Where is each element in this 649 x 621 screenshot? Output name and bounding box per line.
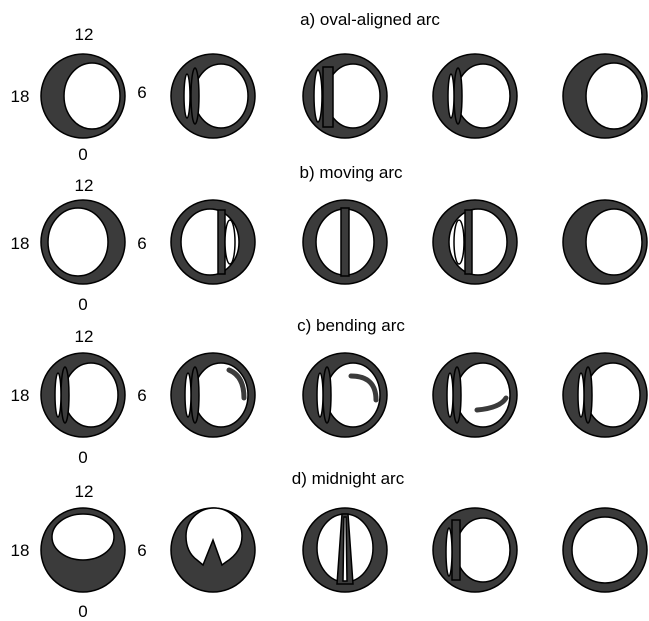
moving-arc (218, 210, 225, 274)
row-b-panel-3 (303, 200, 387, 284)
row-b: b) moving arc 12 18 6 0 (11, 163, 647, 314)
oval-aligned-arc (454, 68, 462, 124)
arc-gap (184, 74, 190, 118)
polar-cap (194, 64, 248, 128)
oval-aligned-arc (323, 367, 331, 423)
row-c-title: c) bending arc (297, 316, 405, 335)
polar-cap (326, 64, 380, 128)
row-b-label-top: 12 (75, 176, 94, 195)
row-b-title: b) moving arc (300, 163, 403, 182)
arc-gap (343, 517, 347, 581)
arc-gap (446, 528, 452, 576)
row-d-panel-2 (171, 508, 255, 592)
polar-cap (586, 209, 642, 275)
arc-gap (225, 220, 235, 264)
row-b-panel-1 (41, 200, 125, 284)
oval-aligned-arc (61, 367, 69, 423)
row-c-panel-3 (303, 353, 387, 437)
polar-cap (456, 518, 510, 582)
row-b-label-left: 18 (11, 234, 30, 253)
row-d-title: d) midnight arc (292, 469, 405, 488)
polar-cap (48, 208, 108, 276)
row-c-panel-5 (563, 353, 647, 437)
arc-gap (55, 373, 61, 417)
row-c-label-right: 6 (137, 386, 146, 405)
row-c-label-bottom: 0 (78, 448, 87, 467)
row-c-label-top: 12 (75, 327, 94, 346)
arc-gap (317, 373, 323, 417)
arc-gap (578, 373, 584, 417)
row-a-panel-4 (433, 54, 517, 138)
row-a-label-right: 6 (137, 83, 146, 102)
moving-arc (465, 210, 472, 274)
row-a-panel-5 (563, 54, 647, 138)
row-c-panel-4 (433, 353, 517, 437)
polar-cap (64, 63, 120, 129)
row-a: a) oval-aligned arc 12 18 6 0 (11, 10, 647, 164)
arc-gap (447, 373, 453, 417)
row-a-panel-1 (41, 54, 125, 138)
row-a-label-top: 12 (75, 25, 94, 44)
arc-gap (454, 220, 464, 264)
row-b-label-bottom: 0 (78, 295, 87, 314)
oval-aligned-arc (191, 367, 199, 423)
row-b-panel-4 (433, 200, 517, 284)
row-d-label-left: 18 (11, 541, 30, 560)
oval-aligned-arc (453, 367, 461, 423)
polar-cap (586, 363, 640, 427)
row-d-label-bottom: 0 (78, 602, 87, 621)
row-b-label-right: 6 (137, 234, 146, 253)
polar-cap (456, 363, 510, 427)
row-a-label-bottom: 0 (78, 145, 87, 164)
moving-arc (341, 208, 349, 276)
midnight-arc (452, 520, 460, 580)
row-a-panel-2 (171, 54, 255, 138)
polar-cap (326, 363, 380, 427)
polar-cap (52, 514, 114, 560)
polar-cap (586, 63, 642, 129)
row-a-panel-3 (303, 54, 387, 138)
row-d-panel-1 (41, 508, 125, 592)
polar-cap (572, 517, 638, 583)
row-c-panel-1 (41, 353, 125, 437)
oval-aligned-arc (584, 367, 592, 423)
row-c-panel-2 (171, 353, 255, 437)
row-d: d) midnight arc 12 18 6 0 (11, 469, 647, 621)
row-d-panel-3 (303, 508, 387, 592)
arc-gap (314, 70, 322, 122)
row-d-panel-5 (563, 508, 647, 592)
row-a-title: a) oval-aligned arc (300, 10, 440, 29)
oval-aligned-arc (323, 67, 333, 127)
oval-aligned-arc (191, 68, 199, 124)
row-c: c) bending arc 12 18 6 0 (11, 316, 647, 467)
polar-cap (64, 363, 118, 427)
polar-cap (456, 64, 510, 128)
row-a-label-left: 18 (11, 87, 30, 106)
row-d-panel-4 (433, 508, 517, 592)
polar-cap (194, 363, 248, 427)
arc-gap (448, 74, 454, 118)
arc-gap (185, 373, 191, 417)
row-d-label-right: 6 (137, 541, 146, 560)
row-c-label-left: 18 (11, 386, 30, 405)
row-d-label-top: 12 (75, 482, 94, 501)
row-b-panel-2 (171, 200, 255, 284)
row-b-panel-5 (563, 200, 647, 284)
